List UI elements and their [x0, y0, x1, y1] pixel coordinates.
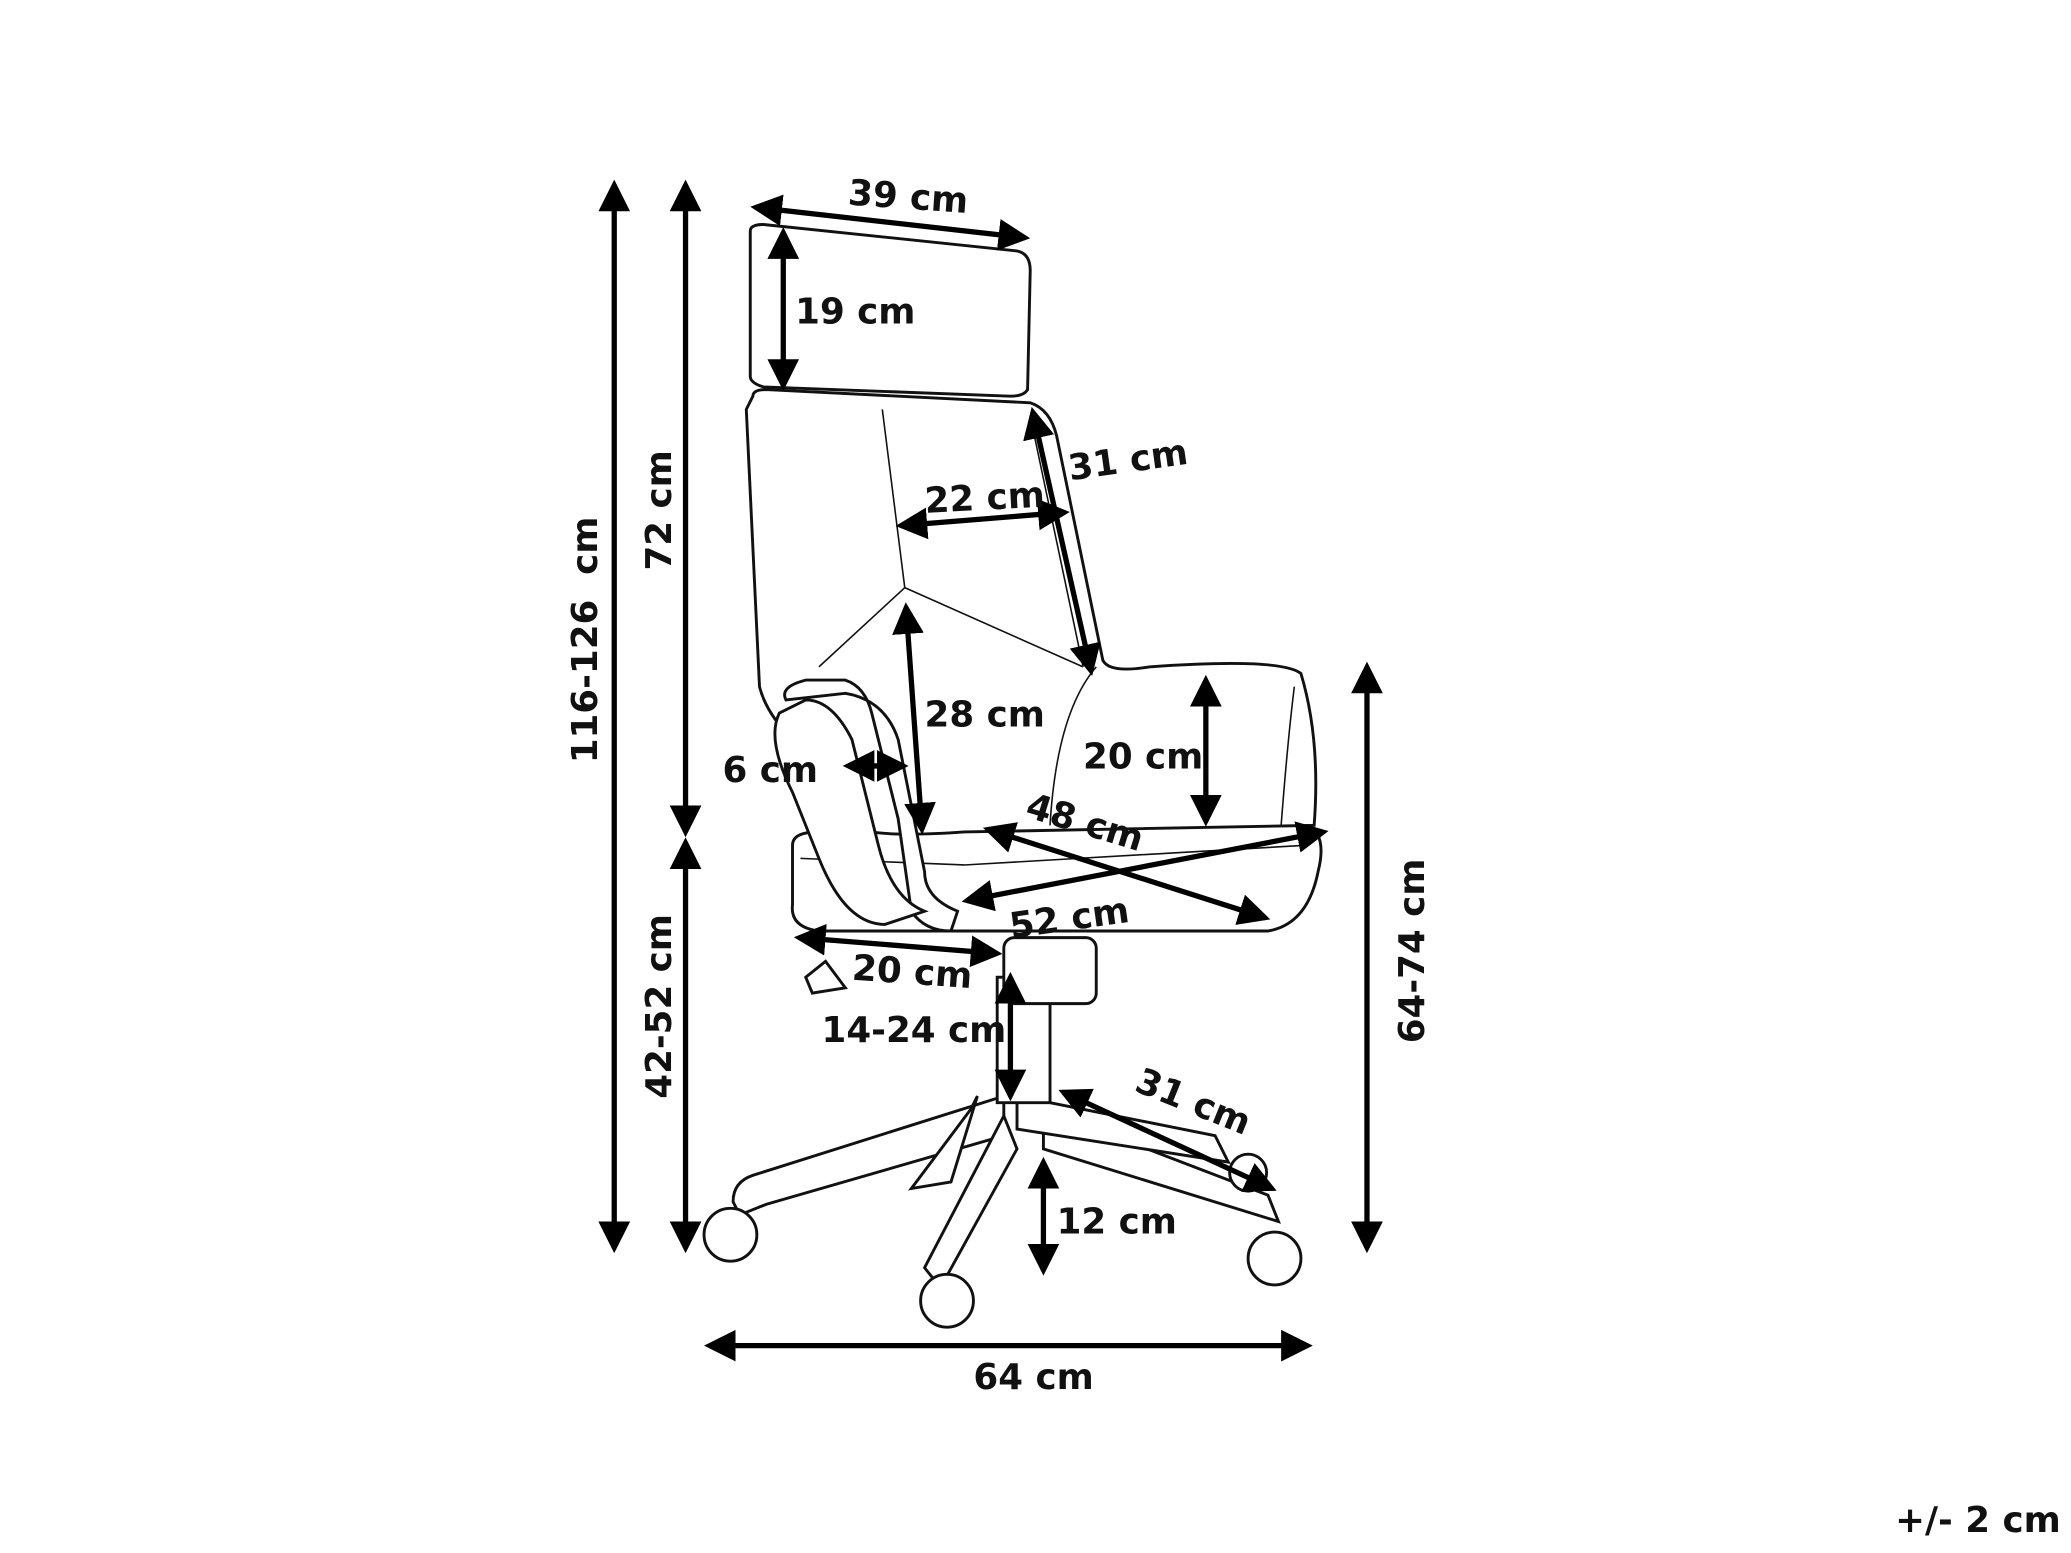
dimension-arrows: [598, 179, 1383, 1362]
label-base-height: 12 cm: [1057, 1201, 1177, 1242]
label-headrest-height: 19 cm: [795, 292, 915, 333]
label-base-diameter: 64 cm: [973, 1357, 1093, 1398]
label-seat-height: 42-52 cm: [639, 914, 680, 1099]
label-armrest-floor-height: 64-74 cm: [1392, 859, 1433, 1044]
label-headrest-width: 39 cm: [847, 173, 970, 222]
label-backrest-total-height: 72 cm: [639, 450, 680, 570]
label-armrest-height: 20 cm: [1083, 737, 1203, 778]
label-armrest-length: 20 cm: [851, 948, 974, 997]
label-tolerance: +/- 2 cm: [1895, 1500, 2061, 1541]
label-gas-lift: 14-24 cm: [822, 1010, 1007, 1051]
label-lumbar-height: 28 cm: [925, 694, 1045, 735]
label-backrest-width: 22 cm: [924, 475, 1046, 522]
label-total-height: 116-126 cm: [565, 517, 606, 764]
label-armrest-width: 6 cm: [723, 750, 818, 791]
label-backrest-side-height: 31 cm: [1066, 432, 1191, 489]
